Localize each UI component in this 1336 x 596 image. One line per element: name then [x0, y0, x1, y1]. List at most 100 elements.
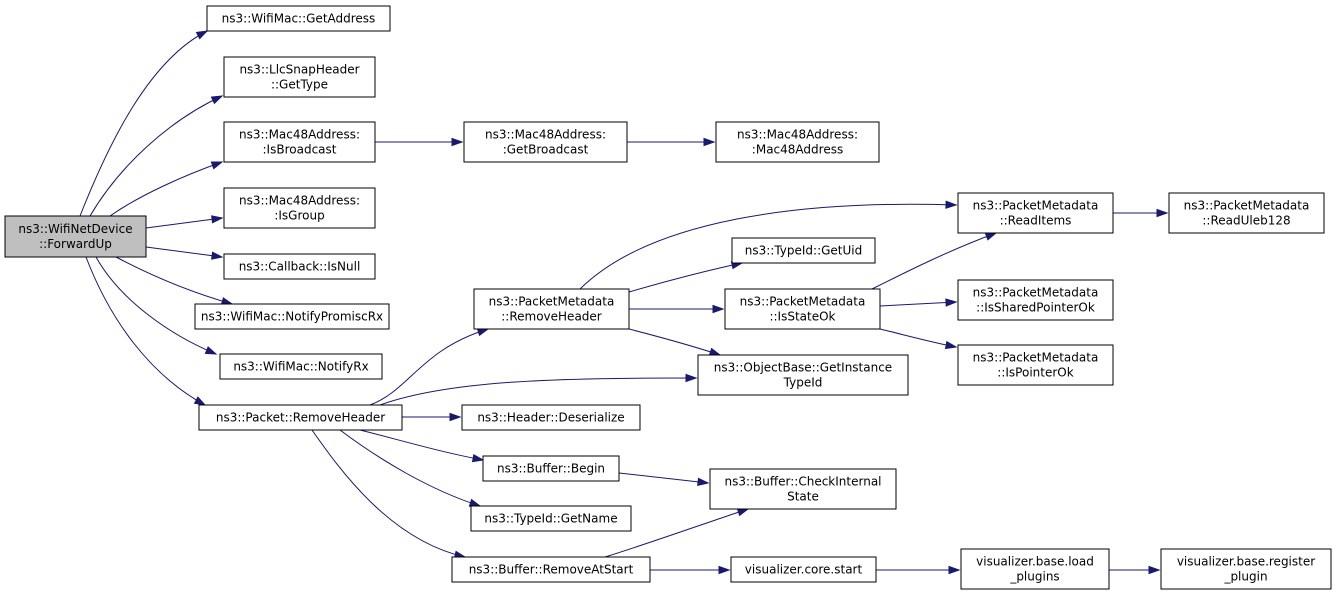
edge-line: [628, 328, 721, 356]
node-llcgettype[interactable]: ns3::LlcSnapHeader::GetType: [223, 56, 376, 98]
node-box: [715, 121, 880, 163]
edge-isstateok-to-issharedptr: [879, 298, 958, 307]
node-label: ns3::Mac48Address:: [485, 128, 606, 142]
node-label: ns3::Buffer::CheckInternal: [724, 475, 881, 489]
node-label: ns3::Packet::RemoveHeader: [216, 411, 385, 425]
node-label: ::ReadUleb128: [1202, 214, 1290, 228]
node-isgroup[interactable]: ns3::Mac48Address::IsGroup: [223, 187, 376, 229]
node-box: [451, 556, 651, 583]
arrowhead-icon: [703, 137, 716, 147]
node-isnull[interactable]: ns3::Callback::IsNull: [223, 253, 376, 280]
arrowhead-icon: [697, 477, 710, 487]
node-label: ::RemoveHeader: [501, 310, 602, 324]
node-label: ns3::WifiMac::GetAddress: [222, 12, 376, 26]
node-isstateok[interactable]: ns3::PacketMetadata::IsStateOk: [724, 288, 881, 330]
node-promisc[interactable]: ns3::WifiMac::NotifyPromiscRx: [194, 303, 390, 330]
node-label: _plugin: [1223, 570, 1267, 584]
node-getbroadcast[interactable]: ns3::Mac48Address::GetBroadcast: [463, 121, 628, 163]
node-label: ::GetType: [271, 78, 328, 92]
arrowhead-icon: [451, 137, 464, 147]
node-pktremove[interactable]: ns3::Packet::RemoveHeader: [198, 404, 403, 431]
edge-root-to-pktremove: [85, 256, 207, 406]
edge-line: [618, 472, 709, 484]
node-pmremove[interactable]: ns3::PacketMetadata::RemoveHeader: [473, 288, 630, 330]
edge-getbroadcast-to-mac48ctor: [627, 137, 716, 147]
arrowhead-icon: [945, 298, 958, 307]
node-label: ns3::Mac48Address:: [239, 194, 360, 208]
node-box: [697, 354, 909, 396]
arrowhead-icon: [736, 508, 750, 517]
arrowhead-icon: [984, 232, 998, 241]
node-label: State: [787, 490, 819, 504]
edge-isbroadcast-to-getbroadcast: [375, 137, 464, 147]
node-label: :Mac48Address: [752, 143, 843, 157]
node-box: [194, 303, 390, 330]
edge-root-to-promisc: [115, 256, 234, 306]
edge-pmremove-to-readitems: [579, 200, 958, 290]
node-label: ns3::Buffer::Begin: [497, 462, 605, 476]
edge-root-to-isnull: [145, 246, 224, 260]
node-issharedptr[interactable]: ns3::PacketMetadata::IsSharedPointerOk: [957, 279, 1114, 321]
node-vizload[interactable]: visualizer.base.load_plugins: [960, 548, 1110, 590]
node-label: visualizer.core.start: [745, 563, 863, 577]
arrowhead-icon: [211, 251, 224, 260]
node-box: [482, 455, 620, 482]
node-label: ns3::PacketMetadata: [973, 199, 1099, 213]
node-notifyrx[interactable]: ns3::WifiMac::NotifyRx: [219, 353, 383, 380]
arrowhead-icon: [210, 95, 224, 105]
arrowhead-icon: [948, 565, 961, 575]
node-label: :GetBroadcast: [503, 143, 589, 157]
edge-pmremove-to-getinst: [628, 328, 722, 356]
edge-line: [879, 328, 957, 348]
node-label: ::IsStateOk: [769, 310, 835, 324]
node-getname[interactable]: ns3::TypeId::GetName: [470, 505, 632, 532]
node-isbroadcast[interactable]: ns3::Mac48Address::IsBroadcast: [223, 121, 376, 163]
node-box: [219, 353, 383, 380]
node-vizstart[interactable]: visualizer.core.start: [730, 556, 877, 583]
node-box: [960, 548, 1110, 590]
edge-root-to-isgroup: [145, 215, 224, 229]
arrowhead-icon: [476, 328, 490, 337]
node-box: [709, 468, 897, 510]
node-bufbegin[interactable]: ns3::Buffer::Begin: [482, 455, 620, 482]
node-readitems[interactable]: ns3::PacketMetadata::ReadItems: [957, 192, 1114, 234]
nodes-layer: ns3::WifiNetDevice::ForwardUpns3::WifiMa…: [4, 5, 1332, 590]
node-box: [223, 121, 376, 163]
node-box: [206, 5, 391, 32]
node-isptrok[interactable]: ns3::PacketMetadata::IsPointerOk: [957, 344, 1114, 386]
node-getuid[interactable]: ns3::TypeId::GetUid: [731, 237, 876, 264]
edge-line: [628, 262, 743, 293]
edge-pktremove-to-pmremove: [369, 328, 490, 406]
node-label: TypeId: [783, 376, 823, 390]
node-label: ns3::PacketMetadata: [489, 295, 615, 309]
edge-line: [109, 161, 223, 217]
edge-line: [879, 301, 957, 307]
arrowhead-icon: [193, 396, 207, 406]
node-box: [470, 505, 632, 532]
edge-line: [604, 508, 749, 558]
edge-line: [89, 95, 223, 217]
node-box: [198, 404, 403, 431]
arrowhead-icon: [1156, 208, 1169, 218]
node-box: [724, 288, 881, 330]
edge-bufbegin-to-checkint: [618, 472, 710, 487]
edge-line: [579, 203, 957, 290]
arrowhead-icon: [1148, 565, 1161, 575]
edge-root-to-isbroadcast: [109, 161, 224, 217]
arrowhead-icon: [210, 161, 224, 170]
edge-root-to-llcgettype: [89, 95, 224, 217]
node-readuleb[interactable]: ns3::PacketMetadata::ReadUleb128: [1168, 192, 1325, 234]
node-mac48ctor[interactable]: ns3::Mac48Address::Mac48Address: [715, 121, 880, 163]
arrowhead-icon: [468, 498, 482, 507]
node-removeatstart[interactable]: ns3::Buffer::RemoveAtStart: [451, 556, 651, 583]
node-deserialize[interactable]: ns3::Header::Deserialize: [461, 404, 641, 431]
edge-removeatstart-to-vizstart: [650, 565, 731, 575]
node-vizreg[interactable]: visualizer.base.register_plugin: [1160, 548, 1332, 590]
edge-root-to-notifyrx: [95, 256, 218, 355]
edge-root-to-getaddress: [79, 30, 209, 217]
node-box: [957, 192, 1114, 234]
node-root[interactable]: ns3::WifiNetDevice::ForwardUp: [4, 215, 147, 258]
node-getaddress[interactable]: ns3::WifiMac::GetAddress: [206, 5, 391, 32]
